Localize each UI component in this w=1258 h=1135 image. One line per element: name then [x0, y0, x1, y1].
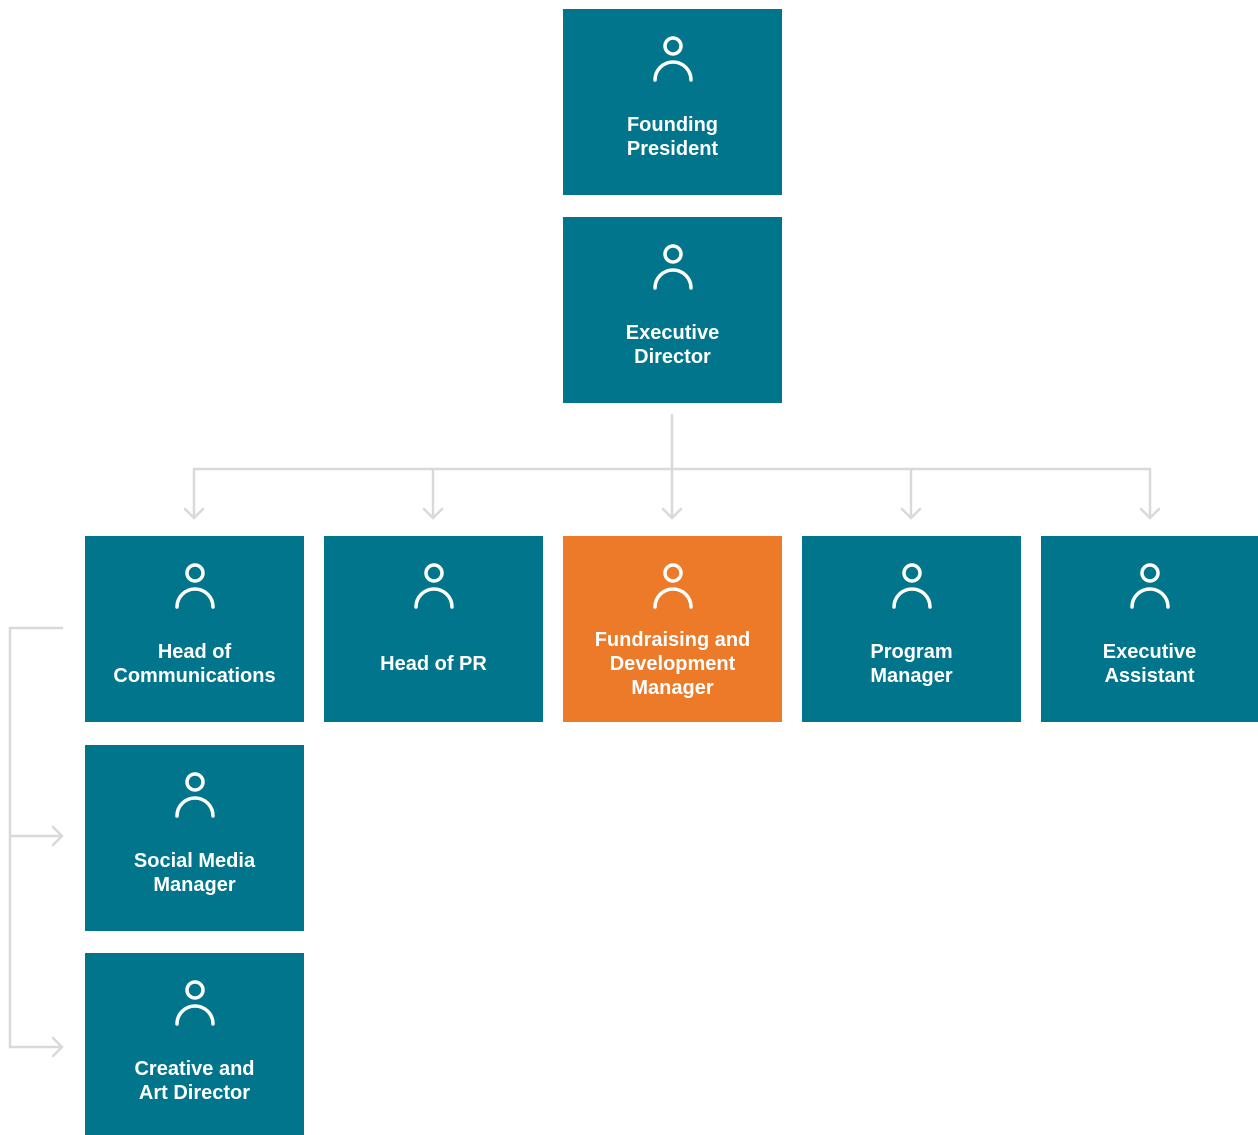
person-icon [652, 563, 693, 609]
person-icon [652, 36, 693, 82]
person-icon [174, 772, 215, 818]
person-icon [891, 563, 932, 609]
node-social-media-manager: Social Media Manager [85, 745, 304, 931]
node-label: Fundraising and Development Manager [594, 629, 751, 699]
node-executive-director: Executive Director [563, 217, 782, 403]
person-icon [652, 244, 693, 290]
node-fundraising-manager: Fundraising and Development Manager [563, 536, 782, 722]
node-creative-director: Creative and Art Director [85, 953, 304, 1135]
arrowhead-fundraising [661, 507, 683, 520]
node-label: Creative and Art Director [134, 1058, 255, 1104]
person-icon [174, 980, 215, 1026]
node-label: Founding President [626, 114, 719, 160]
node-label: Social Media Manager [133, 850, 256, 896]
node-head-of-pr: Head of PR [324, 536, 543, 722]
node-label: Head of PR [380, 653, 487, 675]
arrowhead-assistant [1139, 507, 1161, 520]
person-icon [413, 563, 454, 609]
node-label: Executive Assistant [1102, 641, 1197, 687]
arrowhead-pr [422, 507, 444, 520]
arrowhead-social [51, 825, 64, 847]
arrowhead-communications [183, 507, 205, 520]
node-head-of-communications: Head of Communications [85, 536, 304, 722]
node-program-manager: Program Manager [802, 536, 1021, 722]
node-founding-president: Founding President [563, 9, 782, 195]
arrowhead-creative [51, 1036, 64, 1058]
arrowhead-program [900, 507, 922, 520]
person-icon [174, 563, 215, 609]
person-icon [1129, 563, 1170, 609]
node-executive-assistant: Executive Assistant [1041, 536, 1258, 722]
node-label: Program Manager [870, 641, 953, 687]
node-label: Head of Communications [113, 641, 276, 687]
node-label: Executive Director [625, 322, 720, 368]
